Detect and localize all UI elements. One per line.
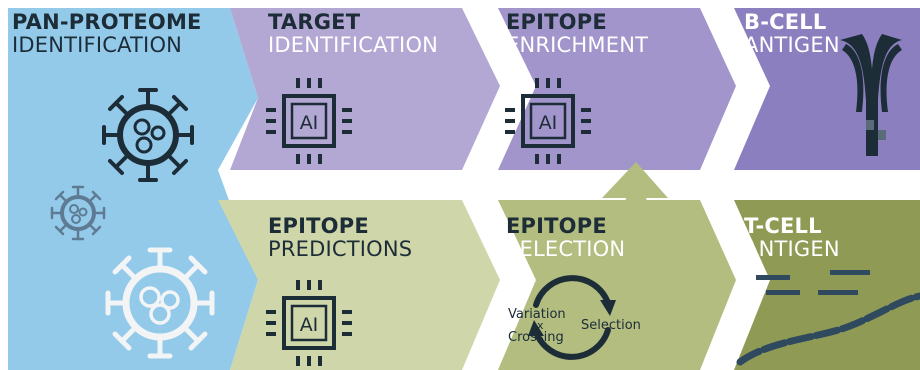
selection-label: EPITOPE SELECTION	[506, 216, 625, 260]
peptide-chain-icon	[736, 292, 920, 366]
selection-subtitle: SELECTION	[506, 237, 626, 261]
virus-icon-small	[50, 185, 106, 241]
ai-chip-icon-enrichment	[505, 78, 591, 164]
antibody-icon	[840, 34, 902, 156]
ai-chip-label-predictions: AI	[300, 314, 319, 336]
target-label: TARGET IDENTIFICATION	[268, 12, 438, 56]
t-cell-label: T-CELL ANTIGEN	[744, 216, 840, 260]
peptide-fragments-icon	[756, 270, 870, 295]
x-text: x	[537, 319, 544, 332]
cycle-arrowheads-icon	[528, 300, 616, 336]
variation-text: Variation	[508, 307, 566, 322]
t-cell-title: T-CELL	[744, 214, 822, 238]
predictions-title: EPITOPE	[268, 214, 369, 238]
b-cell-subtitle: ANTIGEN	[744, 33, 840, 57]
t-cell-panel	[734, 200, 920, 370]
crossing-text: Crossing	[508, 330, 564, 345]
enrichment-subtitle: ENRICHMENT	[506, 33, 649, 57]
selection-title: EPITOPE	[506, 214, 607, 238]
ai-chip-label-target: AI	[300, 112, 319, 134]
selection-cycle-text: Selection	[581, 318, 641, 333]
enrichment-label: EPITOPE ENRICHMENT	[506, 12, 648, 56]
predictions-panel	[218, 200, 500, 370]
b-cell-label: B-CELL ANTIGEN	[744, 12, 840, 56]
t-cell-subtitle: ANTIGEN	[744, 237, 840, 261]
enrichment-title: EPITOPE	[506, 10, 607, 34]
predictions-subtitle: PREDICTIONS	[268, 237, 413, 261]
target-title: TARGET	[268, 10, 361, 34]
ai-chip-label-enrichment: AI	[539, 112, 558, 134]
selection-panel	[498, 200, 736, 370]
predictions-label: EPITOPE PREDICTIONS	[268, 216, 412, 260]
virus-icon-large	[102, 88, 194, 182]
b-cell-title: B-CELL	[744, 10, 827, 34]
target-subtitle: IDENTIFICATION	[268, 33, 439, 57]
cycle-arrows-icon	[533, 275, 611, 360]
pan-proteome-panel	[8, 8, 258, 370]
ai-chip-icon-predictions	[266, 280, 352, 366]
virus-icon-white	[105, 247, 215, 359]
pan-proteome-subtitle: IDENTIFICATION	[12, 33, 183, 57]
target-panel	[230, 8, 500, 170]
pan-proteome-label: PAN-PROTEOME IDENTIFICATION	[12, 12, 202, 56]
ai-chip-icon-target	[266, 78, 352, 164]
enrichment-panel	[498, 8, 736, 170]
pan-proteome-title: PAN-PROTEOME	[12, 10, 202, 34]
up-arrow	[602, 162, 668, 214]
